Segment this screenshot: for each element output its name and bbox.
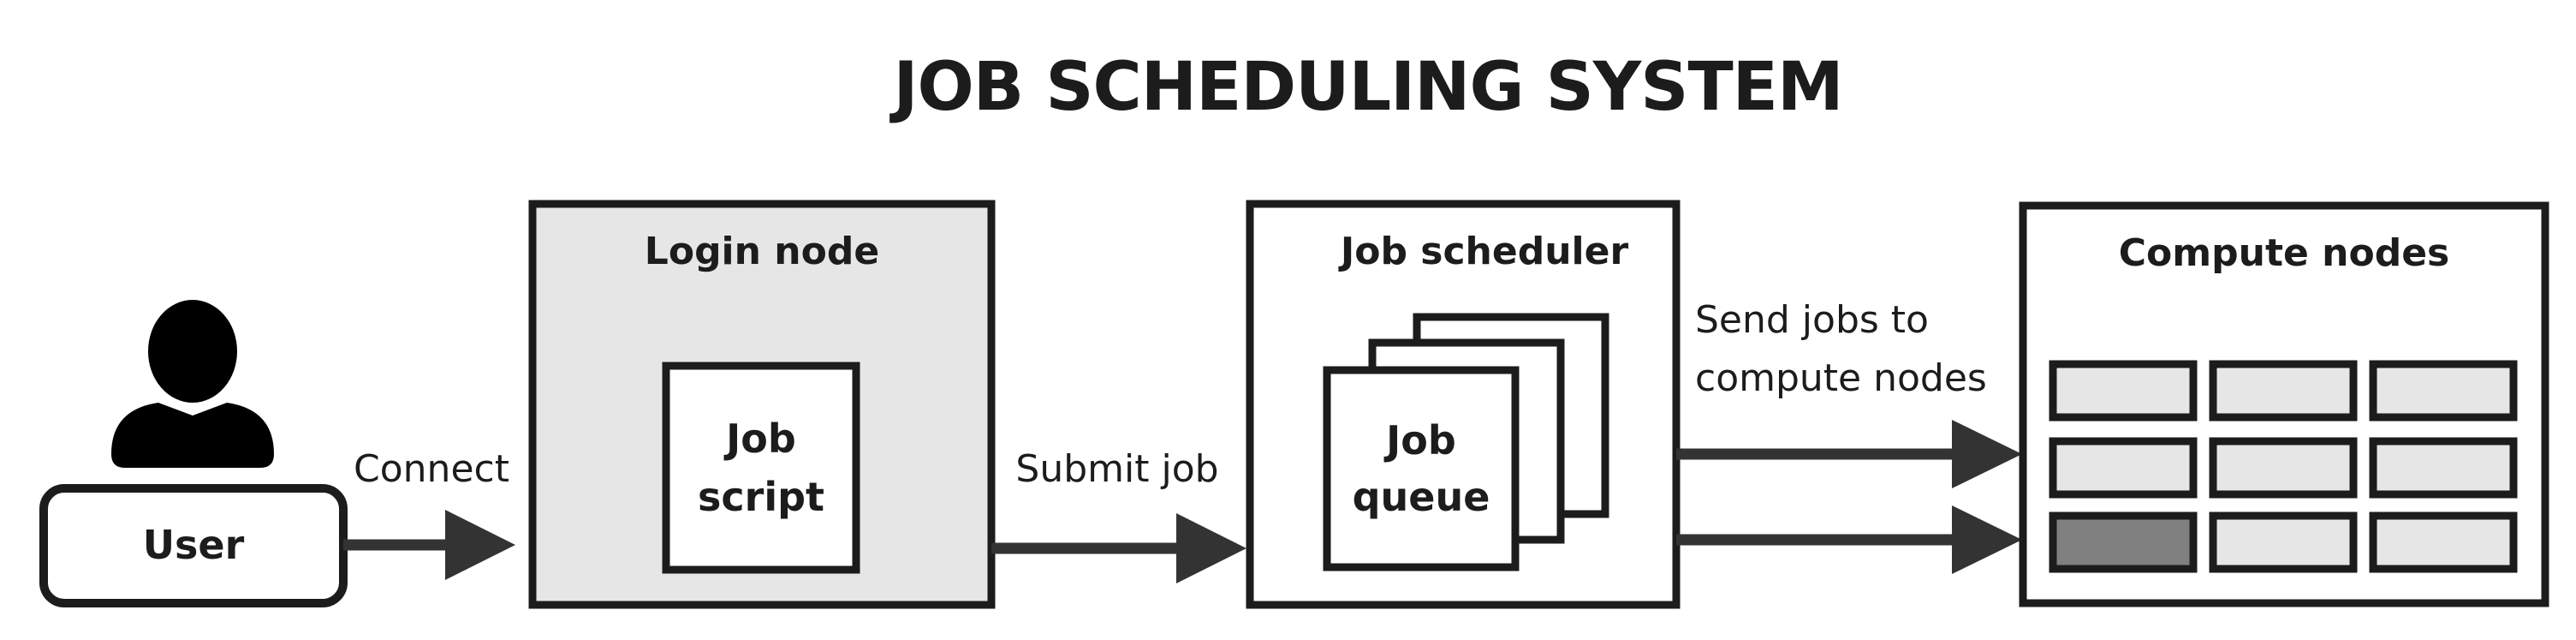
job-script-box (662, 362, 860, 574)
job-queue-label-line1: Job (1383, 417, 1456, 464)
compute-node (2369, 511, 2518, 573)
compute-node-grid (2049, 360, 2518, 573)
user-label: User (143, 522, 245, 568)
send-jobs-label-line1: Send jobs to (1695, 298, 1929, 342)
job-queue-box (1323, 366, 1520, 571)
job-script-label-line2: script (698, 474, 824, 520)
compute-nodes-title: Compute nodes (2119, 231, 2449, 275)
compute-node (2209, 360, 2358, 422)
job-queue-stack (1323, 313, 1609, 571)
diagram-title: JOB SCHEDULING SYSTEM (889, 49, 1842, 126)
send-jobs-label-line2: compute nodes (1695, 356, 1987, 400)
connect-label: Connect (354, 447, 509, 491)
compute-node (2369, 437, 2518, 499)
job-queue-label-line2: queue (1353, 474, 1490, 520)
job-scheduler-title: Job scheduler (1338, 230, 1629, 273)
compute-node (2369, 360, 2518, 422)
send-jobs-arrow-bottom (1676, 505, 2022, 574)
login-node-title: Login node (645, 230, 879, 273)
compute-node (2209, 437, 2358, 499)
connect-arrow (343, 510, 515, 580)
user-icon (111, 300, 274, 468)
send-jobs-arrow-top (1676, 420, 2022, 488)
compute-node-active (2049, 511, 2198, 573)
compute-node (2209, 511, 2358, 573)
submit-job-label: Submit job (1015, 447, 1218, 491)
submit-job-arrow (991, 513, 1246, 583)
job-script-label-line1: Job (723, 416, 796, 462)
compute-node (2049, 437, 2198, 499)
compute-node (2049, 360, 2198, 422)
